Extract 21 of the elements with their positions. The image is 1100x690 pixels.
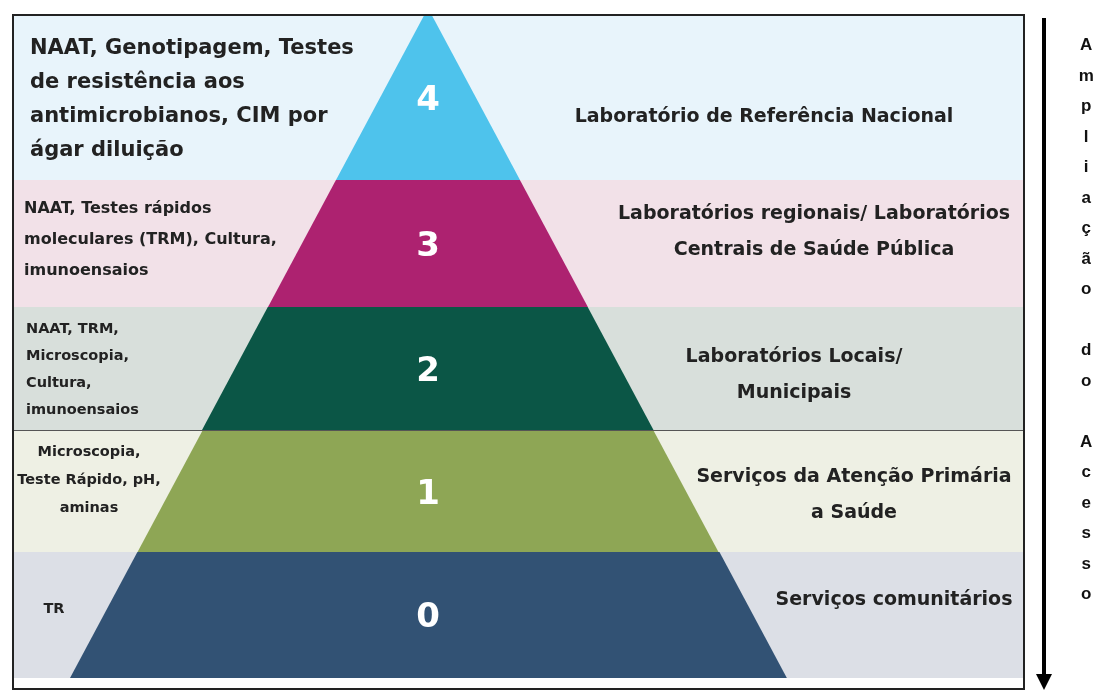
test-list: NAAT, TRM, Microscopia, Cultura, imunoensaios	[26, 315, 196, 423]
level-name: Laboratório de Referência Nacional	[573, 103, 955, 128]
test-list: NAAT, Genotipagem, Testes de resistência aos antimicrobianos, CIM por ágar diluição	[30, 30, 360, 166]
band-row	[14, 16, 1023, 180]
level-number: 2	[416, 348, 440, 389]
level-number: 3	[416, 223, 440, 264]
test-list: Microscopia, Teste Rápido, pH, aminas	[14, 437, 164, 521]
level-number: 4	[416, 78, 440, 118]
level-name: Serviços da Atenção Primária a Saúde	[695, 463, 1013, 524]
band-row	[14, 430, 1023, 553]
level-name: Serviços comunitários	[774, 586, 1014, 611]
level-name: Laboratórios Locais/ Municipais	[684, 343, 904, 404]
band-row	[14, 180, 1023, 307]
test-list: TR	[34, 598, 74, 618]
band-row	[14, 552, 1023, 678]
level-number: 0	[416, 595, 440, 635]
level-name: Laboratórios regionais/ Laboratórios Centrais de Saúde Pública	[616, 200, 1012, 261]
band-row	[14, 307, 1023, 430]
vertical-label: Ampliação do Acesso	[1077, 34, 1095, 605]
test-list: NAAT, Testes rápidos moleculares (TRM), Cultura, imunoensaios	[24, 192, 294, 285]
level-number: 1	[416, 472, 440, 512]
